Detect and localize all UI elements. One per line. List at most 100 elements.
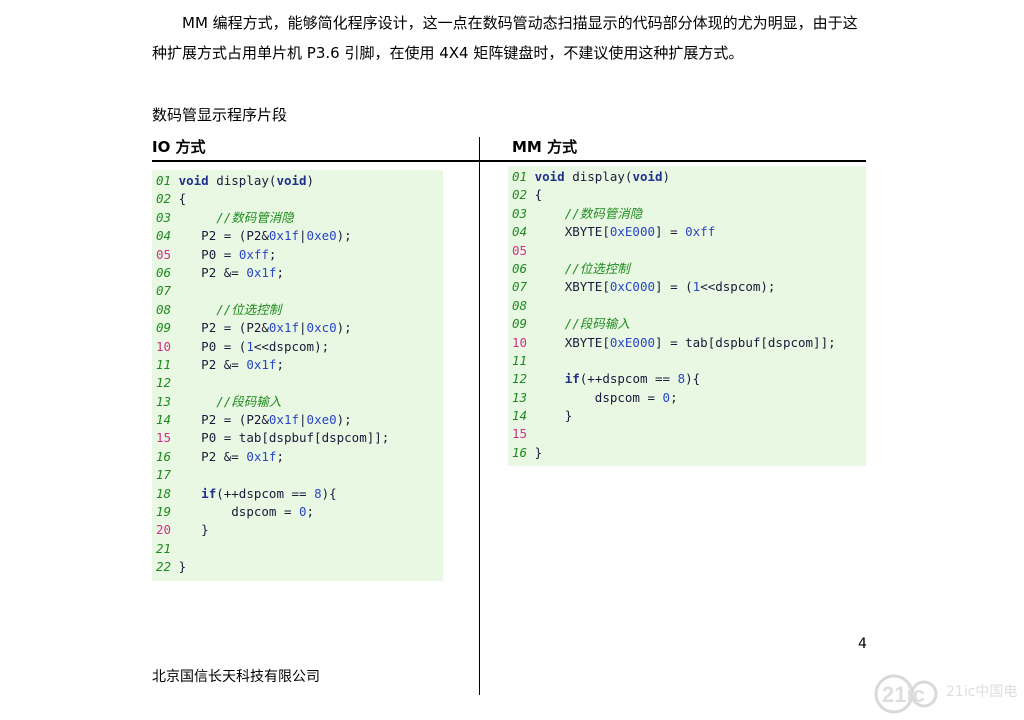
code-line: 21 bbox=[152, 540, 443, 558]
code-line: 17 bbox=[152, 466, 443, 484]
code-token: if bbox=[564, 371, 580, 387]
code-token: ; bbox=[276, 448, 284, 464]
code-line: 13 //段码输入 bbox=[152, 393, 443, 411]
section-title: 数码管显示程序片段 bbox=[152, 106, 288, 124]
line-number: 19 bbox=[156, 504, 172, 520]
line-number: 02 bbox=[156, 191, 172, 207]
code-line: 12 bbox=[152, 374, 443, 392]
line-number: 14 bbox=[512, 408, 528, 424]
line-number: 17 bbox=[156, 467, 172, 483]
line-number: 09 bbox=[156, 320, 172, 336]
code-token: } bbox=[534, 408, 573, 424]
svg-text:21ic: 21ic bbox=[882, 682, 925, 707]
code-token: ] = bbox=[655, 224, 686, 240]
code-token: } bbox=[178, 522, 209, 538]
column-divider bbox=[479, 137, 480, 695]
code-token: if bbox=[201, 485, 217, 501]
code-token: (++dspcom == bbox=[216, 485, 315, 501]
line-number: 07 bbox=[156, 283, 172, 299]
line-number: 12 bbox=[512, 371, 528, 387]
code-token: display( bbox=[564, 169, 633, 184]
line-number: 01 bbox=[512, 169, 528, 184]
code-token: void bbox=[632, 169, 663, 184]
watermark-logo: 21ic 21ic中国电子网 bbox=[874, 674, 1018, 714]
code-token: ; bbox=[670, 389, 678, 405]
code-line: 20 } bbox=[152, 521, 443, 539]
code-line: 03 //数码管消隐 bbox=[152, 209, 443, 227]
code-token bbox=[535, 371, 565, 386]
code-line: 05 P0 = 0xff; bbox=[152, 246, 443, 264]
code-token: | bbox=[299, 412, 307, 428]
code-token: { bbox=[534, 187, 543, 203]
line-number: 13 bbox=[156, 393, 172, 409]
code-token: 0xC000 bbox=[609, 279, 656, 295]
code-token: 0xc0 bbox=[306, 320, 337, 336]
code-token: 0x1f bbox=[268, 228, 300, 244]
line-number: 16 bbox=[156, 448, 172, 464]
line-number: 11 bbox=[512, 352, 528, 368]
code-token: <<dspcom); bbox=[253, 338, 330, 354]
code-token: 8 bbox=[314, 485, 322, 501]
code-line: 01 void display(void) bbox=[508, 168, 866, 186]
code-line: 22 } bbox=[152, 558, 443, 576]
code-line: 11 P2 &= 0x1f; bbox=[152, 356, 443, 374]
code-token: P2 = (P2& bbox=[178, 228, 269, 244]
line-number: 03 bbox=[156, 209, 172, 225]
code-line: 06 P2 &= 0x1f; bbox=[152, 264, 443, 282]
code-token: display( bbox=[208, 173, 277, 188]
code-token: | bbox=[299, 228, 307, 244]
code-token: ); bbox=[336, 412, 352, 428]
code-line: 02 { bbox=[508, 186, 866, 204]
line-number: 10 bbox=[156, 338, 172, 354]
code-token: //段码输入 bbox=[564, 316, 630, 332]
code-token: | bbox=[299, 320, 307, 336]
code-token: P2 &= bbox=[178, 356, 247, 372]
code-token: //位选控制 bbox=[564, 260, 630, 276]
code-token: } bbox=[534, 444, 543, 460]
watermark-text: 21ic中国电子网 bbox=[946, 684, 1018, 700]
io-column-heading: IO 方式 bbox=[152, 138, 206, 156]
code-line: 10 P0 = (1<<dspcom); bbox=[152, 338, 443, 356]
code-token: 8 bbox=[677, 371, 686, 387]
code-token: //位选控制 bbox=[216, 301, 282, 317]
code-token: ); bbox=[336, 320, 352, 336]
code-token: 0 bbox=[299, 504, 307, 520]
code-line: 11 bbox=[508, 352, 866, 370]
code-token: ; bbox=[306, 504, 315, 520]
line-number: 13 bbox=[512, 389, 528, 405]
code-token: P2 = (P2& bbox=[178, 320, 269, 336]
code-token: 0xe0 bbox=[306, 412, 337, 428]
code-token: 1 bbox=[246, 338, 254, 354]
line-number: 20 bbox=[156, 522, 172, 538]
code-line: 15 bbox=[508, 425, 866, 443]
line-number: 05 bbox=[156, 246, 172, 262]
code-token bbox=[179, 394, 217, 409]
code-line: 07 XBYTE[0xC000] = (1<<dspcom); bbox=[508, 278, 866, 296]
code-token: 0xff bbox=[238, 246, 269, 262]
code-token: P2 = (P2& bbox=[178, 412, 269, 428]
code-token bbox=[535, 206, 565, 221]
code-token bbox=[535, 316, 565, 331]
code-token bbox=[179, 302, 217, 317]
code-token: 0xff bbox=[685, 224, 716, 240]
code-token: dspcom = bbox=[534, 389, 663, 405]
line-number: 04 bbox=[512, 224, 528, 240]
code-token: { bbox=[178, 191, 187, 207]
code-line: 18 if(++dspcom == 8){ bbox=[152, 485, 443, 503]
code-line: 12 if(++dspcom == 8){ bbox=[508, 370, 866, 388]
mm-column-heading: MM 方式 bbox=[512, 138, 578, 156]
code-token: 0x1f bbox=[246, 356, 277, 372]
code-token: void bbox=[534, 169, 565, 184]
code-line: 02 { bbox=[152, 190, 443, 208]
line-number: 11 bbox=[156, 356, 172, 372]
code-token: (++dspcom == bbox=[579, 371, 678, 387]
code-line: 08 bbox=[508, 297, 866, 315]
line-number: 05 bbox=[512, 242, 528, 258]
code-line: 09 P2 = (P2&0x1f|0xc0); bbox=[152, 319, 443, 337]
line-number: 15 bbox=[512, 426, 528, 442]
code-line: 14 } bbox=[508, 407, 866, 425]
line-number: 18 bbox=[156, 485, 172, 501]
code-line: 04 P2 = (P2&0x1f|0xe0); bbox=[152, 227, 443, 245]
code-line: 06 //位选控制 bbox=[508, 260, 866, 278]
code-token: void bbox=[178, 173, 209, 188]
